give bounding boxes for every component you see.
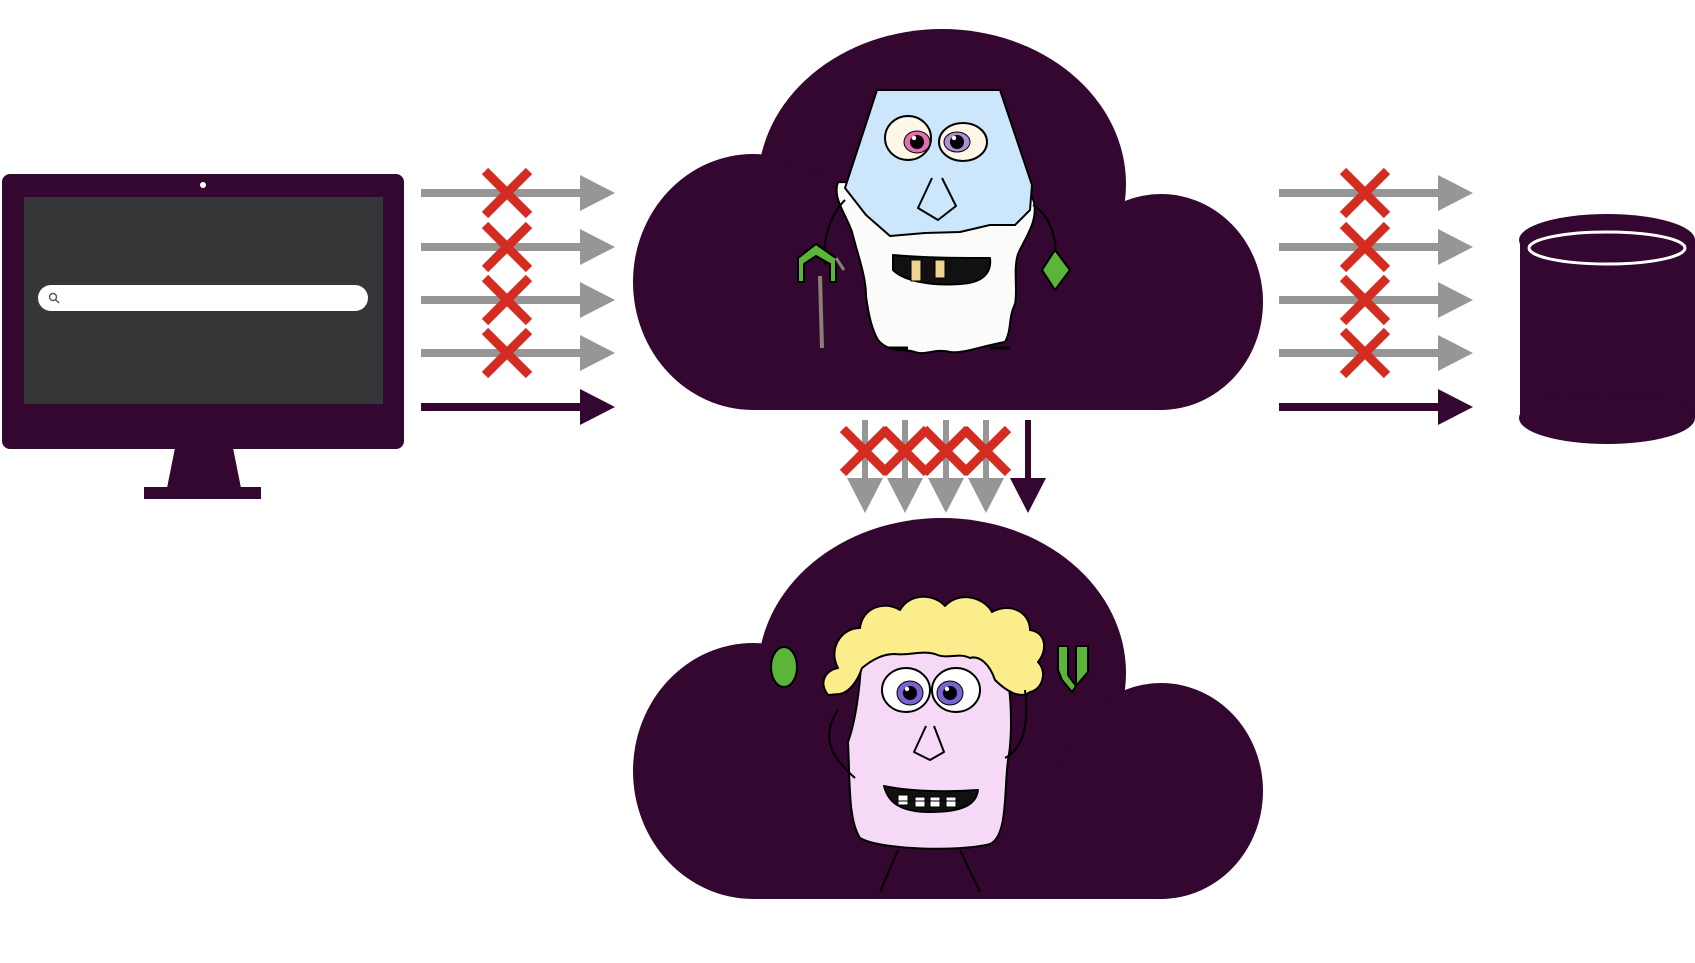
blocked-x-icon	[1339, 274, 1391, 326]
worker-magnet	[1057, 645, 1089, 693]
blocked-x-icon	[481, 274, 533, 326]
search-bar[interactable]	[38, 285, 368, 311]
server-to-database-arrows	[1279, 167, 1473, 425]
allowed-request-arrow	[421, 389, 615, 425]
blocked-x-icon	[481, 167, 533, 219]
blocked-x-icon	[1339, 221, 1391, 273]
server-staff-head	[797, 243, 837, 283]
worker-balloon	[770, 646, 798, 688]
blocked-x-icon	[960, 425, 1012, 477]
search-icon	[48, 292, 60, 304]
blocked-x-icon	[839, 425, 891, 477]
blocked-x-icon	[1339, 167, 1391, 219]
allowed-request-arrow	[1279, 389, 1473, 425]
blocked-x-icon	[481, 327, 533, 379]
blocked-x-icon	[879, 425, 931, 477]
database-icon	[1519, 214, 1695, 444]
allowed-request-arrow	[1010, 420, 1046, 513]
server-to-worker-arrows	[839, 420, 1046, 513]
client-monitor	[2, 174, 404, 499]
worker-body	[847, 647, 1012, 850]
monitor-camera	[200, 182, 206, 188]
server-face	[844, 89, 1033, 237]
server-gem	[1041, 249, 1071, 291]
monitor-base	[144, 487, 261, 499]
server-character	[797, 89, 1071, 355]
blocked-x-icon	[481, 221, 533, 273]
client-to-server-arrows	[421, 167, 615, 425]
blocked-x-icon	[920, 425, 972, 477]
worker-hair	[822, 595, 1046, 696]
blocked-x-icon	[1339, 327, 1391, 379]
monitor-stand	[167, 448, 241, 488]
worker-character	[770, 595, 1089, 893]
